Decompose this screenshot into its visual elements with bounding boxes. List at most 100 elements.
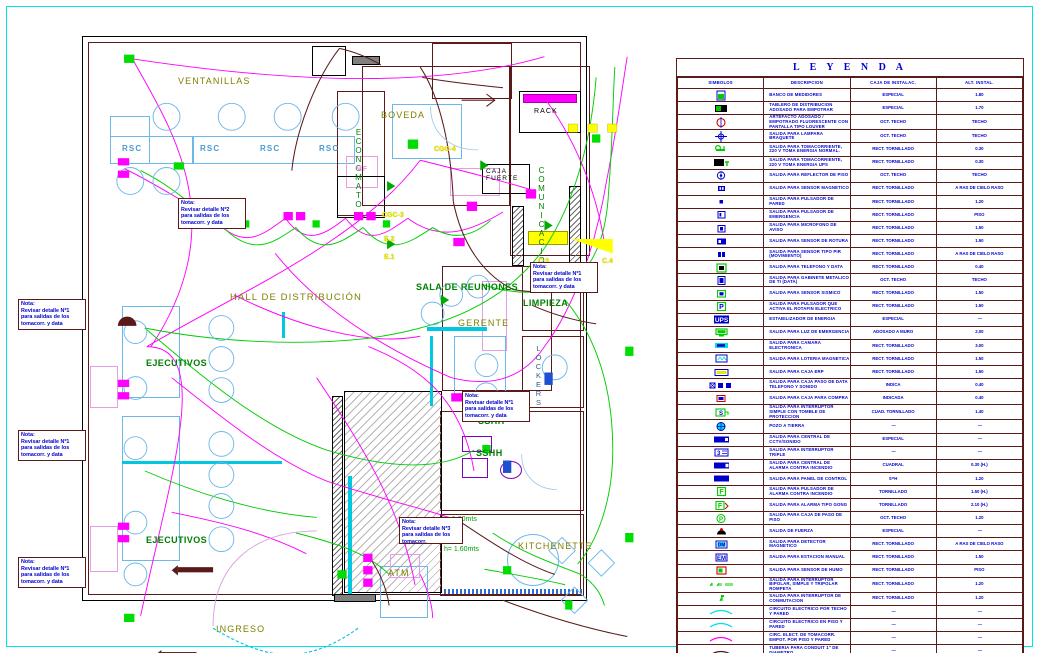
legend-altura-instalacion: 0.40 (935, 260, 1024, 275)
legend-description: SALIDA PARA CAMARA ELECTRONICA (763, 338, 851, 353)
legend-caja-instalacion: ESPECIAL (849, 87, 937, 103)
room-label-limpieza: LIMPIEZA (523, 298, 569, 308)
legend-description: SALIDA PARA CAJA ERP (763, 365, 851, 380)
interruptor-triple-bipolar-icon (676, 576, 765, 593)
sensor-movimiento-icon (676, 247, 765, 262)
label-mf: MF (356, 166, 369, 173)
legend-altura-instalacion: 0.40 (935, 378, 1024, 393)
central-alarma-icon (676, 458, 765, 473)
legend-altura-instalacion: — (935, 312, 1024, 327)
legend-description: SALIDA PARA LAMPARA BRAQUETE (763, 129, 851, 144)
legend-caja-instalacion: RECT. TORNILLADO (849, 537, 937, 552)
telefono-data-icon (676, 260, 765, 275)
legend-panel: L E Y E N D A SIMBOLOS DESCRIPCION CAJA … (676, 58, 1024, 653)
circuit-label-cgc3: CGC-3 (382, 212, 404, 219)
upper-right-room (432, 43, 512, 99)
circuit-label-e1: E.1 (384, 254, 395, 261)
label-rsc-3: RSC (319, 144, 340, 153)
legend-row: SALIDA PARA TOMACORRIENTE, 220 V TOMA EN… (676, 142, 1024, 157)
pozo-tierra-icon (676, 419, 765, 434)
legend-altura-instalacion: 0.30 (935, 155, 1024, 170)
loteria-icon (676, 351, 765, 367)
svg-text:S: S (719, 411, 723, 417)
legend-caja-instalacion: INDICADA (849, 391, 937, 406)
room-label-lockers: LOCKERS (534, 344, 543, 407)
legend-altura-instalacion: A RAS DE CIELO RASO (935, 247, 1024, 262)
ejecutivos-cabinet-2 (90, 526, 118, 572)
right-hatch-wall (332, 396, 343, 596)
gerente-table (454, 336, 506, 398)
legend-caja-instalacion: RECT. TORNILLADO (849, 299, 937, 314)
legend-altura-instalacion: A RAS DE CIELO RASO (935, 537, 1024, 552)
legend-description: SALIDA PARA LOTERIA MAGNETICA (763, 351, 851, 367)
legend-caja-instalacion: S=H (849, 471, 937, 486)
room-label-ventanillas: VENTANILLAS (178, 76, 251, 86)
upper-grille (312, 46, 346, 76)
legend-altura-instalacion: TECHO (935, 114, 1024, 131)
legend-description: SALIDA PARA SENSOR SISMICO (763, 286, 851, 301)
legend-caja-instalacion: — (849, 631, 937, 646)
legend-caja-instalacion: — (849, 419, 937, 434)
legend-caja-instalacion: RECT. TORNILLADO (849, 365, 937, 380)
ejecutivos-desk-upper (122, 306, 180, 398)
legend-caja-instalacion: OCT. TECHO (849, 273, 937, 288)
legend-description: SALIDA PARA TOMACORRIENTE, 220 V TOMA EN… (763, 155, 851, 170)
legend-altura-instalacion: 1.50 (H.) (935, 484, 1024, 500)
note-box-4: Nota: Revisar detalle Nº2 para salidas d… (178, 198, 246, 229)
legend-col-alt: ALT. INSTAL. (935, 77, 1024, 89)
svg-text:F: F (717, 503, 722, 510)
pulsador-incendio-icon: F (676, 484, 765, 500)
legend-description: SALIDA PARA SENSOR DE HUMO (763, 563, 851, 578)
legend-row: SALIDA PARA CENTRAL DE ALARMA CONTRA INC… (676, 458, 1024, 473)
label-caja-fuerte: CAJA FUERTE (486, 168, 519, 183)
legend-row: ARTEFACTO ADOSADO / EMPOTRADO FLUORESCEN… (676, 114, 1024, 131)
legend-caja-instalacion: RECT. TORNILLADO (849, 207, 937, 223)
legend-description: SALIDA PARA PULSADOR QUE ACTIVA EL ROTAF… (763, 299, 851, 314)
legend-caja-instalacion: RECT. TORNILLADO (849, 155, 937, 170)
label-rsc-1: RSC (200, 144, 221, 153)
legend-col-simbolos: SIMBOLOS (676, 77, 765, 89)
svg-text:F: F (719, 489, 724, 496)
legend-caja-instalacion: OCT. TECHO (849, 114, 937, 131)
legend-description: SALIDA PARA SENSOR MAGNETICO (763, 181, 851, 196)
lockers-room (522, 336, 584, 408)
legend-description: SALIDA PARA TOMACORRIENTE, 220 V TOMA EN… (763, 142, 851, 157)
legend-altura-instalacion: 1.50 (935, 299, 1024, 314)
legend-altura-instalacion: 1.50 (935, 220, 1024, 236)
legend-description: SALIDA PARA GABINETE METALICO DE TI (DAT… (763, 273, 851, 288)
pulsador-pared-icon (676, 194, 765, 209)
label-rsc-4: RSC (122, 144, 143, 153)
floor-plan: VENTANILLAS ECONOMATO BOVEDA COMUNICACIO… (82, 36, 660, 653)
legend-description: SALIDA PARA INTERRUPTOR BIPOLAR, SIMPLE … (763, 576, 851, 593)
legend-altura-instalacion: 1.80 (935, 87, 1024, 103)
legend-caja-instalacion: CUADRAL (849, 458, 937, 473)
circuit-label-c4: C.4 (602, 258, 613, 265)
legend-caja-instalacion: RECT. TORNILLADO (849, 338, 937, 353)
circuit-label-cgc4: CGC-4 (434, 146, 456, 153)
panel-control-icon (676, 471, 765, 486)
legend-caja-instalacion: RECT. TORNILLADO (849, 194, 937, 209)
legend-altura-instalacion: 0.30 (935, 142, 1024, 157)
legend-description: SALIDA PARA SENSOR TIPO PIR (MOVIMIENTO) (763, 247, 851, 262)
legend-description: SALIDA PARA SENSOR DE ROTURA (763, 234, 851, 249)
legend-description: SALIDA PARA LUZ DE EMERGENCIA (763, 325, 851, 340)
room-label-sshh: SSHH (476, 448, 503, 458)
legend-description: TABLERO DE DISTRIBUCION ADOSADO PARA EMP… (763, 101, 851, 116)
legend-altura-instalacion: 1.50 (935, 550, 1024, 565)
reflector-piso-icon (676, 168, 765, 183)
room-label-comunicaciones: COMUNICACIONES (537, 166, 546, 292)
legend-altura-instalacion: 1.20 (935, 511, 1024, 526)
legend-row: SALIDA PARA INTERRUPTOR BIPOLAR, SIMPLE … (676, 576, 1024, 593)
svg-text:DM: DM (717, 542, 725, 548)
circuito-piso-icon (676, 617, 765, 633)
legend-altura-instalacion: 2.10 (H.) (935, 498, 1024, 513)
legend-altura-instalacion: 1.20 (935, 194, 1024, 209)
